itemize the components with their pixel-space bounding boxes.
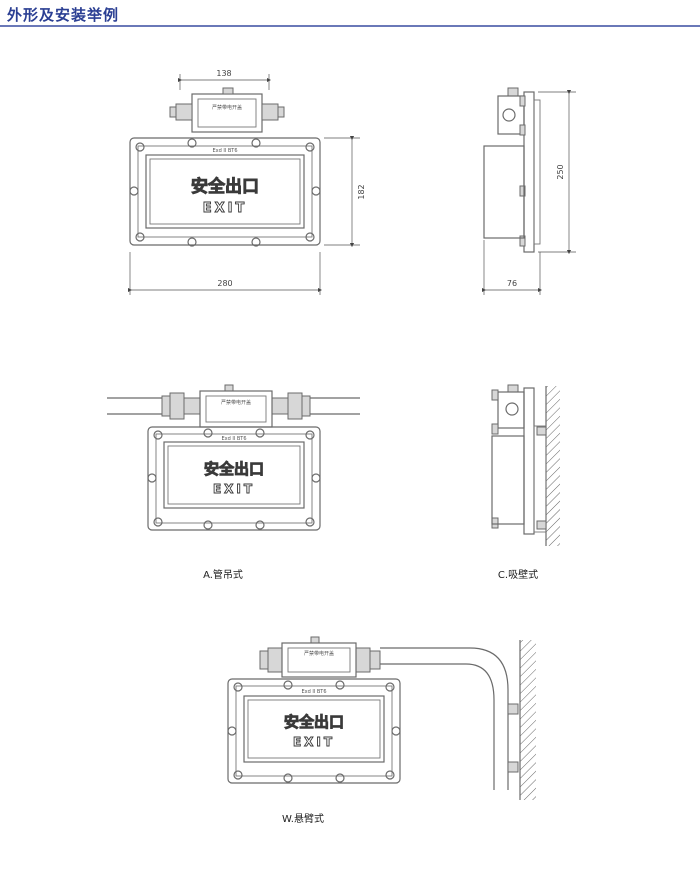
caption-w: W.悬臂式	[282, 812, 324, 825]
page-title: 外形及安装举例	[7, 6, 120, 24]
sign-chinese: 安全出口	[191, 176, 259, 197]
caption-c: C.吸壁式	[498, 568, 538, 581]
box-warning-text: 严禁带电开盖	[212, 104, 242, 111]
mount-cantilever: 严禁带电开盖 Exd II BT6 安全出口 EXIT W.悬臂式	[227, 636, 536, 825]
exd-marking: Exd II BT6	[212, 148, 237, 154]
sign-exit-w: EXIT	[293, 735, 335, 749]
header: 外形及安装举例	[0, 0, 700, 30]
box-warning-text-w: 严禁带电开盖	[304, 650, 334, 657]
dim-250: 250	[556, 164, 565, 179]
dim-182: 182	[357, 184, 366, 199]
sign-exit-a: EXIT	[213, 482, 255, 496]
dim-280: 280	[217, 279, 232, 288]
side-view-top: 250 76	[481, 87, 576, 295]
sign-chinese-w: 安全出口	[284, 713, 344, 731]
caption-a: A.管吊式	[203, 568, 243, 581]
exd-marking-w: Exd II BT6	[301, 689, 326, 695]
box-warning-text-a: 严禁带电开盖	[221, 399, 251, 406]
sign-chinese-a: 安全出口	[204, 460, 264, 478]
dim-138: 138	[216, 69, 231, 78]
dim-76: 76	[507, 279, 517, 288]
mount-wall: C.吸壁式	[491, 384, 560, 581]
header-divider	[0, 25, 700, 27]
sign-exit: EXIT	[203, 201, 248, 216]
exd-marking-a: Exd II BT6	[221, 436, 246, 442]
front-view-top: 严禁带电开盖 Exd II BT6 安全出口 EXIT 138 280	[127, 69, 366, 295]
mount-pipe-hung: 严禁带电开盖 Exd II BT6 安全出口 EXIT A.管吊式	[107, 384, 360, 581]
